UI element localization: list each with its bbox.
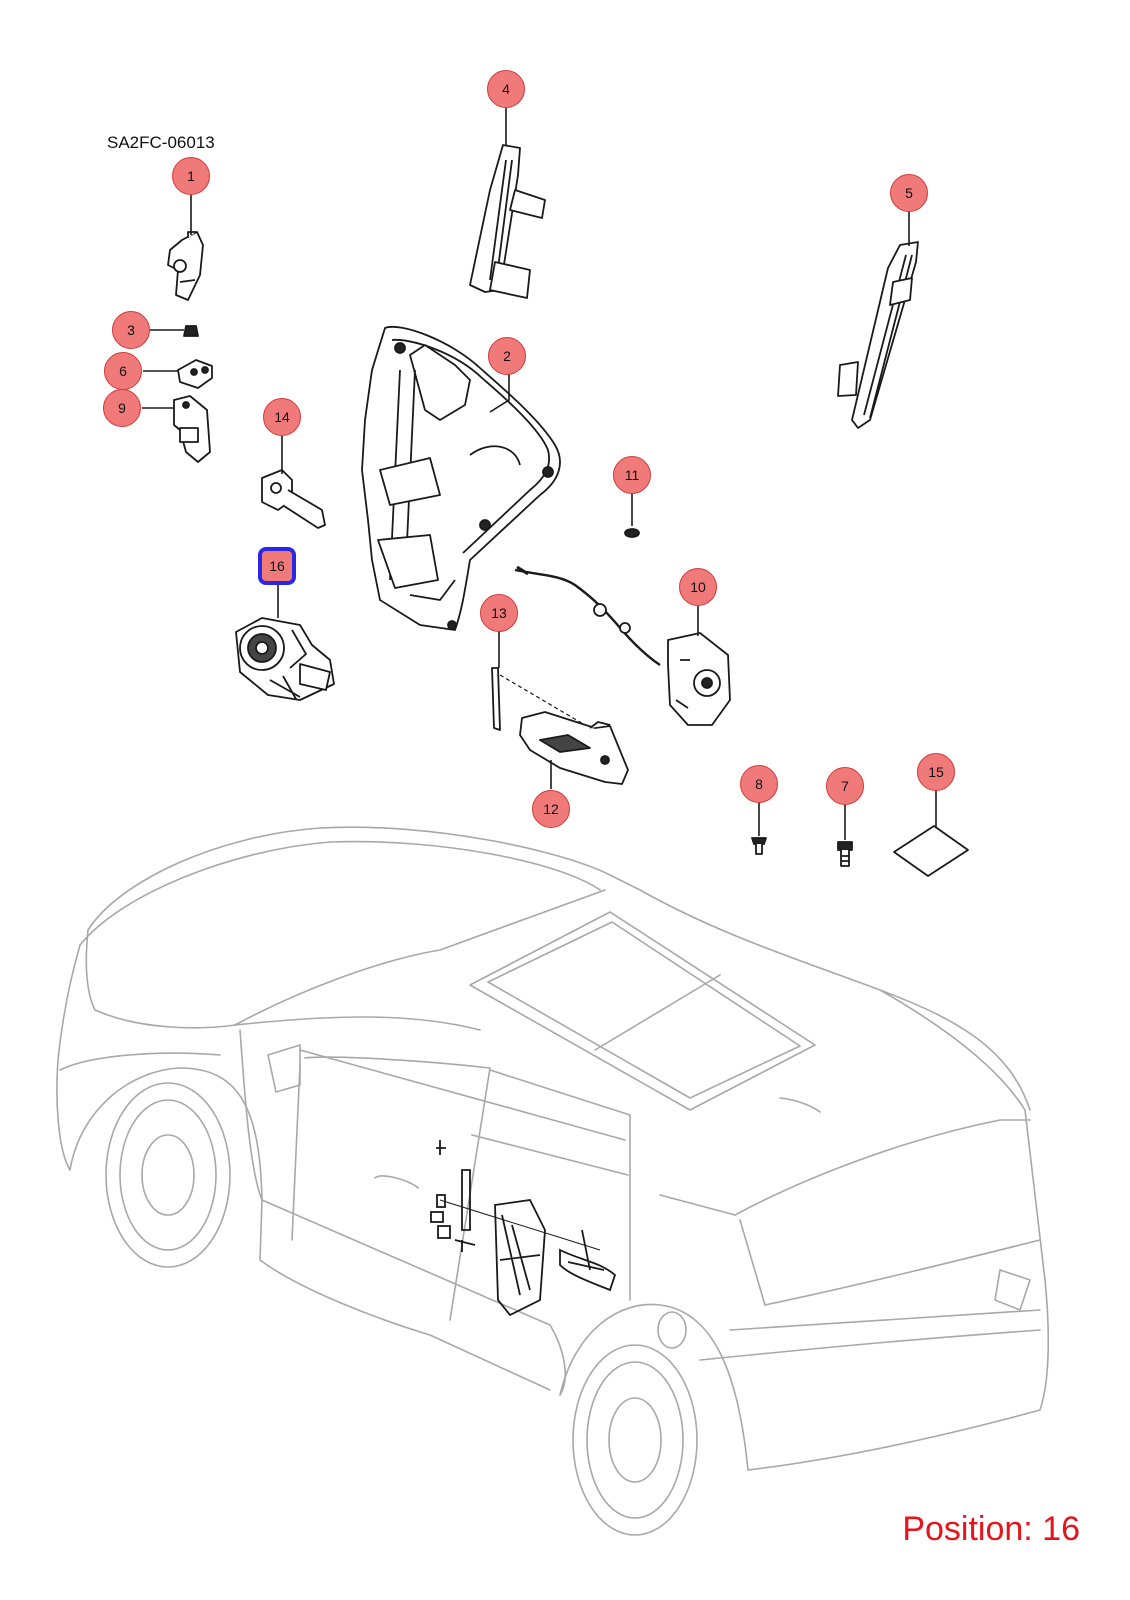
callout-8[interactable]: 8 (740, 765, 778, 803)
callout-2[interactable]: 2 (488, 337, 526, 375)
part-15-pad (893, 825, 969, 877)
part-11-clip (624, 528, 640, 538)
callout-5[interactable]: 5 (890, 174, 928, 212)
part-8-bolt (751, 837, 767, 855)
callout-3[interactable]: 3 (112, 311, 150, 349)
callout-11[interactable]: 11 (613, 456, 651, 494)
part-10-latch (514, 565, 731, 726)
part-2-regulator (361, 326, 561, 631)
callout-13[interactable]: 13 (480, 594, 518, 632)
diagram-code: SA2FC-06013 (107, 133, 215, 152)
part-6-bracket (177, 359, 213, 389)
callout-14[interactable]: 14 (263, 398, 301, 436)
callout-9[interactable]: 9 (103, 389, 141, 427)
leader-lines (142, 108, 937, 840)
callout-4[interactable]: 4 (487, 70, 525, 108)
callout-15[interactable]: 15 (917, 753, 955, 791)
position-readout: Position: 16 (902, 1510, 1080, 1548)
part-1-hinge (167, 231, 204, 301)
part-drawings (167, 144, 969, 877)
callout-6[interactable]: 6 (104, 352, 142, 390)
callout-16-selected[interactable]: 16 (258, 547, 296, 585)
part-16-motor (235, 617, 335, 701)
part-13-rod (491, 667, 586, 731)
installed-door-parts (430, 1140, 617, 1317)
callout-10[interactable]: 10 (679, 568, 717, 606)
callout-1[interactable]: 1 (172, 157, 210, 195)
part-3-nut (183, 325, 199, 337)
part-5-rail (837, 241, 919, 429)
part-7-bolt (837, 841, 853, 867)
callout-12[interactable]: 12 (532, 790, 570, 828)
callout-7[interactable]: 7 (826, 767, 864, 805)
part-9-hinge (173, 395, 211, 463)
part-14-door-check (261, 469, 326, 529)
part-12-handle-carrier (519, 711, 629, 785)
vehicle-outline (56, 826, 1050, 1536)
part-4-rail (469, 144, 546, 299)
